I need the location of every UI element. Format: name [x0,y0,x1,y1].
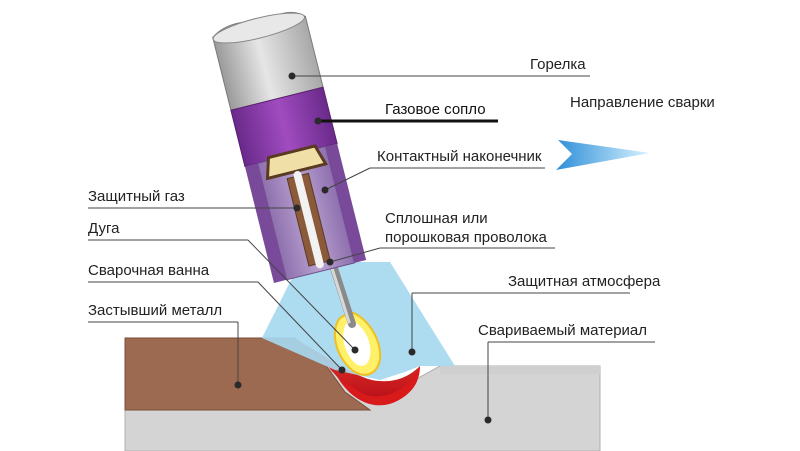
leader-arc-d [247,239,356,351]
leader-wire-d [329,247,381,263]
wire-rod-highlight [328,260,351,324]
label-shielding-atmosphere: Защитная атмосфера [508,273,661,290]
dot-shielding-gas [293,204,301,212]
label-torch: Горелка [530,56,586,73]
weld-pool-lower [338,366,420,406]
wire-rod [328,258,356,328]
label-wire-line1: Сплошная или [385,210,488,227]
label-wire-line2: порошковая проволока [385,229,547,246]
label-shielding-gas: Защитный газ [88,188,185,205]
dot-torch [288,72,296,80]
label-base-material: Свариваемый материал [478,322,648,339]
welding-direction-arrow [556,140,650,170]
leader-weld-pool-d [257,281,343,371]
nozzle-wall-left [244,163,287,283]
dot-solidified [234,381,242,389]
arc-core [343,320,371,366]
dot-weld-pool [338,366,346,374]
leader-contact-tip-d [324,167,371,191]
dot-arc [351,346,359,354]
weld-pool [292,338,420,400]
dot-atmosphere [408,348,416,356]
contact-tip-holder [265,144,329,181]
nozzle-wall-right [325,143,367,263]
label-contact-tip: Контактный наконечник [377,148,542,165]
label-welding-direction: Направление сварки [570,94,715,111]
torch-top [212,12,306,44]
base-material-top [440,366,600,374]
label-arc: Дуга [88,220,120,237]
label-solidified-metal: Застывший металл [88,302,223,319]
dot-contact-tip [321,186,329,194]
label-gas-nozzle: Газовое сопло [385,101,486,118]
dot-base [484,416,492,424]
dot-wire [326,258,334,266]
dot-gas-nozzle [314,117,322,125]
contact-tip-wire [293,171,324,269]
label-weld-pool: Сварочная ванна [88,262,210,279]
